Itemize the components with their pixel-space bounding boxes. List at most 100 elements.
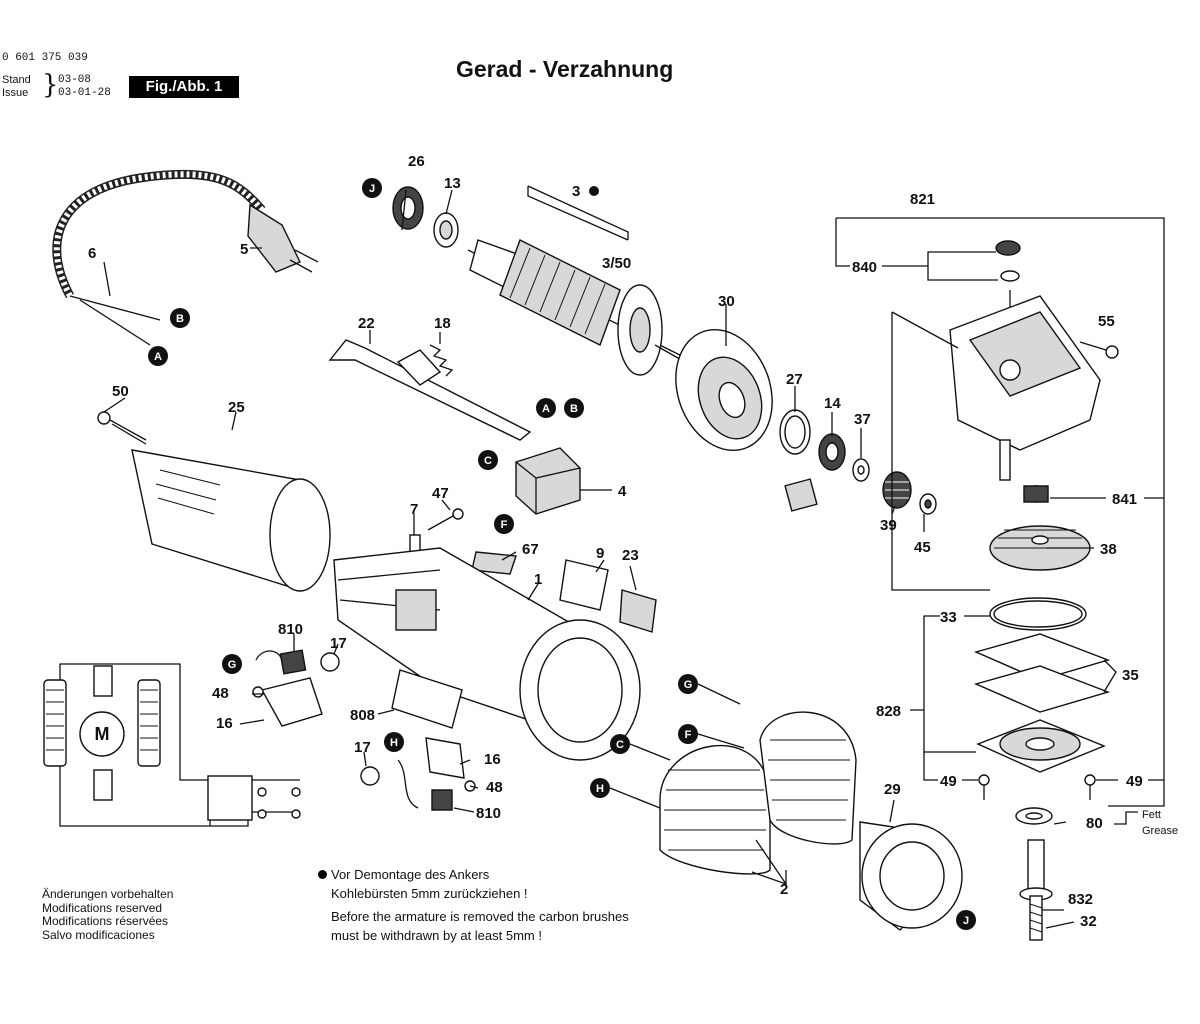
armature-part <box>467 239 691 376</box>
label-48-right: 48 <box>486 779 503 796</box>
brush-holder-right-part <box>360 737 476 811</box>
label-39: 39 <box>880 517 897 534</box>
note-en: Modifications reserved <box>42 900 163 915</box>
label-810-left: 810 <box>278 621 303 638</box>
connector-j-guard: J <box>963 915 969 927</box>
label-832: 832 <box>1068 891 1093 908</box>
label-5: 5 <box>240 241 248 258</box>
motor-housing-part <box>333 547 641 761</box>
label-32: 32 <box>1080 913 1097 930</box>
page-title: Gerad - Verzahnung <box>456 56 674 82</box>
label-16-right: 16 <box>484 751 501 768</box>
figure-badge: Fig./Abb. 1 <box>129 76 239 98</box>
label-841: 841 <box>1112 491 1137 508</box>
stand-value: 03-08 <box>58 74 92 86</box>
label-50: 50 <box>112 383 129 400</box>
ring-27-part <box>779 409 811 455</box>
label-22: 22 <box>358 315 375 332</box>
label-80: 80 <box>1086 815 1103 832</box>
spring-18-part <box>429 344 454 377</box>
leader-840 <box>882 251 998 281</box>
label-48-left: 48 <box>212 685 229 702</box>
fan-part <box>675 328 773 452</box>
spindle-832-part <box>1019 839 1053 941</box>
wiring-schematic <box>43 663 301 827</box>
label-840: 840 <box>852 259 877 276</box>
label-14: 14 <box>824 395 841 412</box>
bullet-dot-icon <box>318 870 327 879</box>
label-27: 27 <box>786 371 803 388</box>
connector-g-brush: G <box>228 659 237 671</box>
note-de: Änderungen vorbehalten <box>42 887 174 901</box>
screw-49-left-part <box>978 774 990 800</box>
bearing-flange-828-part <box>976 719 1106 773</box>
label-49-left: 49 <box>940 773 957 790</box>
label-821: 821 <box>910 191 935 208</box>
power-cord-part <box>52 169 266 346</box>
leader-misc <box>103 189 1094 929</box>
leader-49 <box>923 752 1164 781</box>
connector-f-field: F <box>685 729 692 741</box>
bearing-plate-part <box>784 478 818 512</box>
switch-rod-part <box>328 339 532 441</box>
connector-c-field: C <box>616 739 624 751</box>
label-37: 37 <box>854 411 871 428</box>
seal-80-part <box>1015 807 1053 825</box>
label-35: 35 <box>1122 667 1139 684</box>
label-25: 25 <box>228 399 245 416</box>
connector-b-cord: B <box>176 313 184 325</box>
connector-f-switch: F <box>501 519 508 531</box>
grease-bracket <box>1114 811 1138 825</box>
note-es: Salvo modificaciones <box>42 927 155 942</box>
leader-gear-housing <box>891 311 990 591</box>
label-4: 4 <box>618 483 627 500</box>
leader-35 <box>1103 659 1117 693</box>
label-45: 45 <box>914 539 931 556</box>
label-3-50: 3/50 <box>602 255 631 272</box>
washer-37-part <box>852 458 870 482</box>
label-26: 26 <box>408 153 425 170</box>
label-808-part <box>391 669 463 729</box>
screw-50-part <box>97 411 147 445</box>
label-67: 67 <box>522 541 539 558</box>
armature-bracket <box>527 185 629 241</box>
grease-note-de: Fett <box>1142 809 1161 821</box>
nut-45-part <box>919 493 937 515</box>
motor-cover-part <box>131 449 331 592</box>
connector-markers: J B A A B C F G H G F C H J <box>148 178 976 930</box>
pinion-39-part <box>882 471 912 509</box>
label-808: 808 <box>350 707 375 724</box>
leader-828 <box>910 615 976 753</box>
screw-49-right-part <box>1084 774 1096 800</box>
part-number: 0 601 375 039 <box>2 52 88 64</box>
brush-holder-left-part <box>252 649 340 727</box>
pin-part <box>999 439 1011 481</box>
label-18: 18 <box>434 315 451 332</box>
note-fr: Modifications réservées <box>42 914 169 928</box>
gasket-35-part <box>973 633 1111 713</box>
guard-part <box>859 821 963 931</box>
label-33: 33 <box>940 609 957 626</box>
gear-38-part <box>989 525 1091 571</box>
bullet-dot-icon <box>589 186 599 196</box>
connector-h-field: H <box>596 783 604 795</box>
warning-en-line2: must be withdrawn by at least 5mm ! <box>331 928 542 943</box>
bearing-13-part <box>433 212 459 248</box>
motor-symbol-letter: M <box>95 724 110 744</box>
label-55: 55 <box>1098 313 1115 330</box>
stand-issue-labels: Stand Issue <box>2 74 31 100</box>
connector-j-top: J <box>369 183 375 195</box>
label-23: 23 <box>622 547 639 564</box>
label-30: 30 <box>718 293 735 310</box>
stand-issue-values: 03-08 03-01-28 <box>58 74 111 100</box>
label-2: 2 <box>780 881 788 898</box>
part-labels: 26 13 3 3/50 821 840 55 5 6 22 18 30 27 … <box>88 153 1143 930</box>
label-7: 7 <box>410 501 418 518</box>
label-6: 6 <box>88 245 96 262</box>
connector-h-brush: H <box>390 737 398 749</box>
label-828: 828 <box>876 703 901 720</box>
warning-de-line1: Vor Demontage des Ankers <box>331 867 490 882</box>
label-13: 13 <box>444 175 461 192</box>
